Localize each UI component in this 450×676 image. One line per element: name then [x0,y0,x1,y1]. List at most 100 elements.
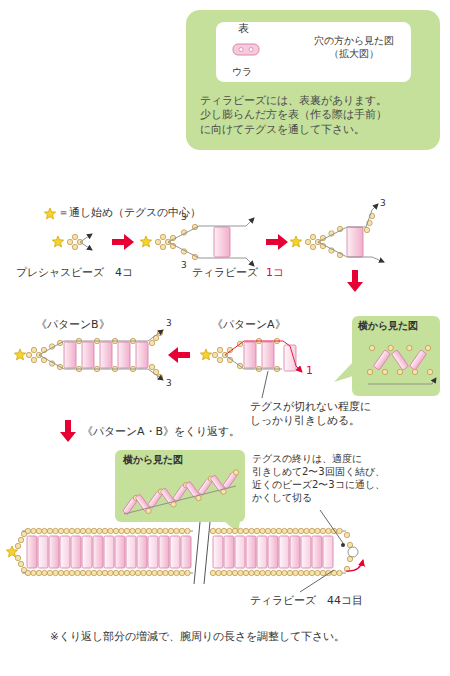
panel-title: 横から見た図 [358,319,418,332]
precious-bead [58,528,63,533]
footnote: ※くり返し部分の増減で、腕周りの長さを調整して下さい。 [50,630,345,644]
precious-bead [282,528,287,533]
thread-line [225,341,302,372]
tila-bead [137,536,147,568]
precious-bead [304,528,309,533]
precious-bead [243,570,248,575]
precious-bead [185,528,190,533]
precious-bead [67,239,72,244]
tila-bead [126,536,136,568]
precious-bead [217,347,222,352]
tila-bead [312,536,322,568]
precious-bead [315,570,320,575]
precious-bead [130,528,135,533]
precious-bead [97,570,102,575]
part-name: プレシャスビーズ 4コ [16,266,133,280]
precious-bead [276,570,281,575]
precious-bead [26,352,31,357]
count-number: 3 [166,378,172,390]
precious-bead [276,528,281,533]
precious-bead [15,543,20,548]
tila-bead [290,536,300,568]
step-arrow [112,234,134,250]
precious-bead [305,239,310,244]
precious-bead [179,570,184,575]
precious-bead [287,570,292,575]
panel-box: 横から見た図 [352,316,440,396]
tila-bead [38,536,48,568]
thread-line [300,570,334,592]
precious-bead [367,369,372,374]
precious-bead [53,528,58,533]
precious-bead [160,234,165,239]
precious-bead [86,570,91,575]
precious-bead [382,369,387,374]
precious-bead [69,528,74,533]
precious-bead [91,570,96,575]
precious-bead [388,345,393,350]
precious-bead [15,555,20,560]
break-mark [204,522,210,584]
note-text: ティラビーズには、表裏があります。 少し膨らんだ方を表（作る際は手前） に向けて… [200,94,428,137]
tila-bead [323,536,333,568]
precious-bead [232,570,237,575]
precious-bead [157,570,162,575]
thread-line [225,355,282,369]
precious-bead [249,528,254,533]
precious-bead [298,528,303,533]
precious-bead [31,570,36,575]
precious-bead [174,570,179,575]
tila-hole [239,48,243,52]
thread-line [80,242,92,250]
precious-bead [227,528,232,533]
precious-bead [152,528,157,533]
precious-bead [36,570,41,575]
thread-line [318,204,378,242]
knot-loop [348,547,358,557]
precious-bead [310,244,315,249]
count-number: 3 [380,198,386,210]
precious-bead [249,570,254,575]
precious-bead [130,570,135,575]
precious-bead [108,528,113,533]
precious-bead [108,570,113,575]
thread-line [320,510,343,543]
start-star [140,236,151,247]
note-inner-panel [216,22,411,82]
precious-bead [298,570,303,575]
tila-bead [214,227,230,257]
precious-bead [119,570,124,575]
pattern-name: 《パターンB》 [36,318,110,332]
tila-bead [82,536,92,568]
precious-bead [337,528,342,533]
precious-bead [364,227,369,232]
precious-bead [152,570,157,575]
panel-box: 表ウラ穴の方から見た図 （拡大図） [216,22,411,82]
part-name: ティラビーズ [192,266,258,280]
precious-bead [407,345,412,350]
tila-bead [284,345,296,371]
note-text: テグスが切れない程度に しっかり引きしめる。 [250,400,378,427]
panel-title: 横から見た図 [123,453,183,466]
tila-bead [115,536,125,568]
precious-bead [221,528,226,533]
precious-bead [72,234,77,239]
count-number: 3 [166,318,172,330]
precious-bead [25,528,30,533]
tila-bead [71,536,81,568]
face-label: ウラ [232,65,252,78]
precious-bead [72,244,77,249]
precious-bead [69,570,74,575]
precious-bead [344,532,349,537]
note-panel [186,10,440,150]
precious-bead [227,570,232,575]
tila-bead [136,342,148,368]
tila-bead [82,342,94,368]
precious-bead [113,570,118,575]
thread-line [80,234,92,242]
tila-bead [27,536,37,568]
precious-bead [210,570,215,575]
precious-bead [174,528,179,533]
precious-bead [86,528,91,533]
precious-bead [124,570,129,575]
